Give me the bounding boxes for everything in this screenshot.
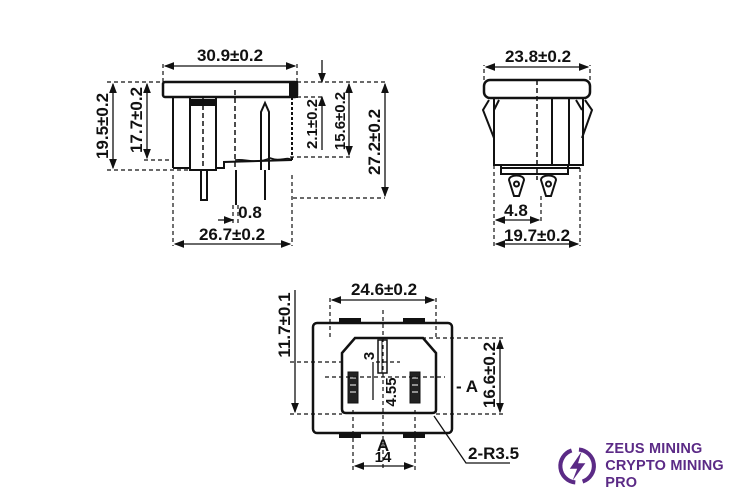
dim-front-pin-gap: 4.55 [383, 377, 400, 406]
dim-side-flange: 2.1±0.2 [304, 99, 321, 149]
dim-front-corner-radius: 2-R3.5 [468, 444, 519, 463]
lightning-bolt-circle-icon [558, 447, 596, 485]
side-view [107, 60, 389, 248]
dim-front-width: 24.6±0.2 [351, 280, 417, 299]
dim-end-terminal-spacing: 4.8 [504, 201, 528, 220]
dim-side-outer-height: 19.5±0.2 [93, 93, 112, 159]
section-label-a: A [377, 436, 389, 455]
dim-front-earth-pin: 3 [361, 352, 378, 360]
dim-side-inner-height: 17.7±0.2 [127, 87, 146, 153]
dim-side-pin-width: 0.8 [238, 203, 262, 222]
dim-end-bottom-width: 19.7±0.2 [504, 226, 570, 245]
logo-line-1: ZEUS MINING [605, 440, 703, 457]
logo-text: ZEUS MINING CRYPTO MINING PRO [605, 441, 747, 492]
dim-side-top-width: 30.9±0.2 [197, 46, 263, 65]
dim-front-offset-height: 11.7±0.1 [275, 292, 294, 357]
zeus-mining-logo: ZEUS MINING CRYPTO MINING PRO [557, 440, 747, 492]
dim-side-bottom-width: 26.7±0.2 [199, 225, 265, 244]
end-view [481, 63, 594, 248]
dim-side-body-height: 15.6±0.2 [332, 92, 349, 150]
dim-end-top-width: 23.8±0.2 [505, 47, 571, 66]
dim-front-opening-height: 16.6±0.2 [480, 342, 499, 408]
logo-line-2: CRYPTO MINING PRO [605, 457, 724, 491]
dim-front-pin-spacing: 14 [375, 449, 392, 466]
front-view [290, 290, 510, 470]
dim-side-total-height: 27.2±0.2 [365, 109, 384, 175]
section-marker-a: - A [456, 377, 478, 396]
